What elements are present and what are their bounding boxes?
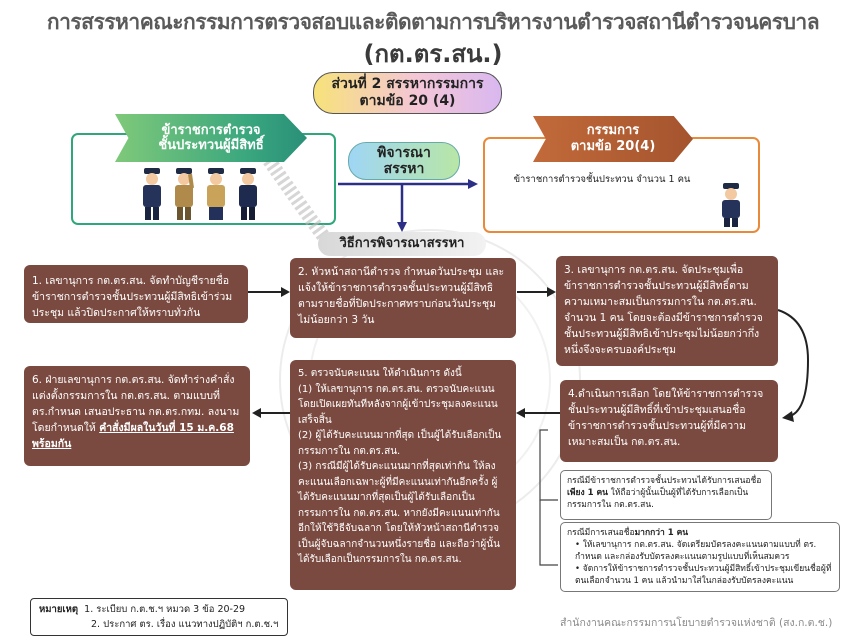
- step-6-box: 6. ฝ่ายเลขานุการ กต.ตร.สน. จัดทำร่างคำสั…: [24, 366, 250, 466]
- note2-bullet-1: ให้เลขานุการ กต.ตร.สน. จัดเตรียมบัตรลงคะ…: [575, 540, 817, 562]
- step-6-effective-date: คำสั่งมีผลในวันที่ 15 ม.ค.68 พร้อมกัน: [32, 422, 234, 450]
- step-5-heading: 5. ตรวจนับคะแนน ให้ดำเนินการ ดังนี้: [298, 368, 462, 379]
- right-header-banner: กรรมการ ตามข้อ 20(4): [533, 116, 693, 162]
- page-subtitle: (กต.ตร.สน.): [363, 40, 503, 68]
- step-5-item-1: (1) ให้เลขานุการ กต.ตร.สน. ตรวจนับคะแนนโ…: [298, 383, 498, 426]
- police-salute-icon: [175, 168, 194, 220]
- left-header-line1: ข้าราชการตำรวจ: [161, 123, 261, 138]
- footnote-label: หมายเหตุ: [39, 604, 79, 615]
- right-header-line2: ตามข้อ 20(4): [570, 139, 656, 154]
- female-officer-icon: [207, 168, 225, 220]
- step-5-item-2: (2) ผู้ได้รับคะแนนมากที่สุด เป็นผู้ได้รั…: [298, 430, 502, 457]
- section-line1: ส่วนที่ 2 สรรหากรรมการ: [331, 76, 484, 92]
- right-header-line1: กรรมการ: [586, 123, 640, 138]
- note-multiple-nominees: กรณีมีการเสนอชื่อมากกว่า 1 คน • ให้เลขาน…: [560, 522, 840, 592]
- footnote-item-2: 2. ประกาศ ตร. เรื่อง แนวทางปฏิบัติฯ ก.ต.…: [91, 619, 279, 630]
- note1-post: ให้ถือว่าผู้นั้นเป็นผู้ที่ได้รับการเลือก…: [567, 488, 749, 510]
- left-header-line2: ชั้นประทวนผู้มีสิทธิ์: [158, 138, 264, 153]
- note1-bold: เพียง 1 คน: [567, 488, 608, 498]
- step-5-box: 5. ตรวจนับคะแนน ให้ดำเนินการ ดังนี้ (1) …: [290, 360, 516, 590]
- note2-bold: มากกว่า 1 คน: [634, 528, 689, 538]
- note2-bullet-2: จัดการให้ข้าราชการตำรวจชั้นประทวนผู้มีสิ…: [575, 564, 832, 586]
- police-officer-icon: [143, 168, 161, 220]
- police-officer-icon: [239, 168, 257, 220]
- note1-pre: กรณีมีข้าราชการตำรวจชั้นประทวนได้รับการเ…: [567, 476, 762, 486]
- footnote-box: หมายเหตุ 1. ระเบียบ ก.ต.ช.ฯ หมวด 3 ข้อ 2…: [30, 598, 288, 636]
- step-1-box: 1. เลขานุการ กต.ตร.สน. จัดทำบัญชีรายชื่อ…: [24, 265, 248, 323]
- consider-line2: สรรหา: [383, 161, 425, 177]
- section-label: ส่วนที่ 2 สรรหากรรมการ ตามข้อ 20 (4): [313, 72, 502, 114]
- right-header-detail: ข้าราชการตำรวจชั้นประทวน จำนวน 1 คน: [513, 174, 691, 185]
- step-6-text: 6. ฝ่ายเลขานุการ กต.ตร.สน. จัดทำร่างคำสั…: [32, 374, 240, 434]
- police-officer-icon: [718, 182, 744, 232]
- step-4-box: 4.ดำเนินการเลือก โดยให้ข้าราชการตำรวจชั้…: [560, 380, 778, 462]
- consider-line1: พิจารณา: [377, 145, 431, 161]
- section-line2: ตามข้อ 20 (4): [359, 93, 456, 109]
- step-5-item-3: (3) กรณีมีผู้ได้รับคะแนนมากที่สุดเท่ากัน…: [298, 461, 500, 565]
- method-label: วิธีการพิจารณาสรรหา: [318, 232, 486, 256]
- note-single-nominee: กรณีมีข้าราชการตำรวจชั้นประทวนได้รับการเ…: [560, 470, 772, 520]
- note2-pre: กรณีมีการเสนอชื่อ: [567, 528, 635, 538]
- step-3-box: 3. เลขานุการ กต.ตร.สน. จัดประชุมเพื่อข้า…: [556, 256, 778, 366]
- agency-name: สำนักงานคณะกรรมการนโยบายตำรวจแห่งชาติ (ส…: [560, 617, 833, 629]
- step-2-box: 2. หัวหน้าสถานีตำรวจ กำหนดวันประชุม และแ…: [290, 258, 516, 338]
- arrow-3-4: [777, 309, 810, 417]
- officers-group: [138, 166, 268, 222]
- footnote-item-1: 1. ระเบียบ ก.ต.ช.ฯ หมวด 3 ข้อ 20-29: [84, 604, 246, 615]
- left-header-banner: ข้าราชการตำรวจ ชั้นประทวนผู้มีสิทธิ์: [115, 114, 307, 162]
- page-title: การสรรหาคณะกรรมการตรวจสอบและติดตามการบริ…: [46, 10, 820, 34]
- consider-pill: พิจารณา สรรหา: [348, 142, 460, 180]
